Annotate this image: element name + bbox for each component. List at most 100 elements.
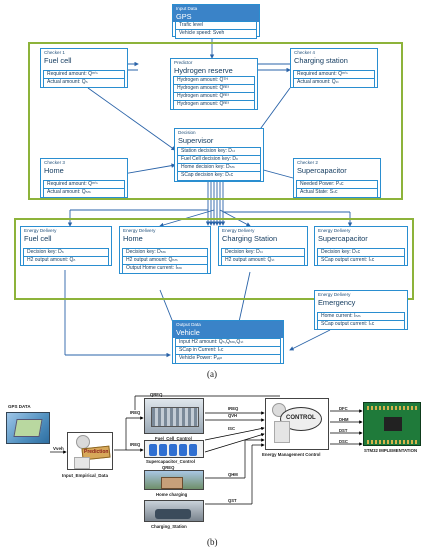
signal-qreq-left: QREQ — [150, 392, 163, 397]
control-dial-icon — [280, 407, 322, 431]
ed-fuel-title: Fuel cell — [24, 234, 52, 243]
checker3-row: Actual amount: Qₕₘ — [43, 188, 125, 198]
supercap-cell-icon — [169, 444, 177, 456]
input-data-title: GPS — [176, 12, 192, 21]
home-charging-label: Home charging — [156, 492, 188, 497]
signal-qst: QST — [228, 498, 237, 503]
checker3-title: Home — [44, 166, 64, 175]
control-dial-text: CONTROL — [286, 415, 316, 421]
stm32-board-image — [363, 402, 421, 446]
supercap-control-block — [144, 440, 204, 458]
ed-supercap-row: SCap output current: Iₛᴄ — [317, 256, 405, 266]
ed-emergency-box: Energy Delivery Emergency Home current: … — [314, 290, 408, 330]
supervisor-title: Supervisor — [178, 136, 214, 145]
prediction-sign-text: Prediction — [84, 449, 109, 455]
supercap-cell-icon — [159, 444, 167, 456]
stm32-label: STM32 IMPLEMENTATION — [364, 448, 418, 453]
vveh-label: Vveh — [53, 446, 64, 451]
predictor-box: Predictor Hydrogen reserve Hydrogen amou… — [170, 58, 258, 110]
panel-b-label: (b) — [207, 537, 218, 547]
control-person-body-icon — [274, 421, 290, 443]
checker2-title: Supercapacitor — [297, 166, 347, 175]
supervisor-box: Decision Supervisor Station decision key… — [174, 128, 264, 182]
predictor-title: Hydrogen reserve — [174, 66, 233, 75]
output-data-category: Output Data — [176, 322, 201, 327]
checker1-title: Fuel cell — [44, 56, 72, 65]
output-dsc: DSC — [339, 439, 348, 444]
ed-charging-title: Charging Station — [222, 234, 278, 243]
ed-charging-row: H2 output amount: Qₛₜ — [221, 256, 305, 266]
checker2-box: Checker 2 Supercapacitor Needed Power: P… — [293, 158, 381, 198]
input-data-row: Vehicle speed: Sveh — [175, 29, 257, 39]
ed-emergency-title: Emergency — [318, 298, 356, 307]
output-data-row: Vehicle Power: Pᵥₑₕ — [175, 354, 281, 364]
signal-ireq-right: IREQ — [228, 406, 239, 411]
fuel-cell-control-block — [144, 398, 204, 434]
signal-qhm: QHM — [228, 472, 238, 477]
header-pins-icon — [367, 440, 419, 444]
signal-qvh: QVH — [228, 413, 238, 418]
input-empirical-block: Prediction — [67, 432, 113, 470]
output-dhm: DHM — [339, 417, 349, 422]
house-icon — [161, 477, 183, 489]
ed-supercap-category: Energy Delivery — [318, 228, 351, 233]
energy-delivery-group-frame — [14, 218, 414, 300]
supercap-cell-icon — [179, 444, 187, 456]
car-icon — [155, 509, 191, 519]
charging-station-block — [144, 500, 204, 522]
mcu-chip-icon — [384, 417, 402, 431]
person-body-icon — [74, 457, 90, 469]
signal-isc: ISC — [228, 426, 235, 431]
ed-supercap-box: Energy Delivery Supercapacitor Decision … — [314, 226, 408, 266]
input-data-category: Input Data — [176, 6, 198, 11]
fuel-cell-stack-icon — [151, 407, 199, 427]
supercap-control-label: Supercapacitor_Control — [146, 459, 195, 464]
ed-fuel-cell-box: Energy Delivery Fuel cell Decision key: … — [20, 226, 112, 266]
energy-control-label: Energy Management Control — [262, 452, 321, 457]
checker1-row: Actual amount: Qₙ — [43, 78, 125, 88]
input-data-box: Input Data GPS Trafic level Vehicle spee… — [172, 4, 260, 39]
ed-supercap-title: Supercapacitor — [318, 234, 368, 243]
checker3-box: Checker 3 Home Required amount: Qᵐⁱⁿ Act… — [40, 158, 128, 198]
signal-qreq-below: QREQ — [162, 465, 175, 470]
ed-home-box: Energy Delivery Home Decision key: Dₕₘ H… — [119, 226, 211, 274]
charging-station-label: Charging_Station — [151, 524, 187, 529]
checker1-box: Checker 1 Fuel cell Required amount: Qᵐⁱ… — [40, 48, 128, 88]
supercap-cell-icon — [149, 444, 157, 456]
supervisor-row: SCap decision key: Dₛᴄ — [177, 171, 261, 181]
ed-charging-box: Energy Delivery Charging Station Decisio… — [218, 226, 308, 266]
input-empirical-label: Input_Empirical_Data — [62, 473, 109, 478]
output-dfc: DFC — [339, 406, 348, 411]
checker1-category: Checker 1 — [44, 50, 65, 55]
checker4-box: Checker 4 Charging station Required amou… — [290, 48, 378, 88]
ed-fuel-category: Energy Delivery — [24, 228, 57, 233]
checker2-row: Actual State: Sₛᴄ — [296, 188, 378, 198]
signal-ireq-2: IREQ — [130, 442, 141, 447]
panel-a-label: (a) — [207, 369, 217, 379]
ed-home-title: Home — [123, 234, 143, 243]
signal-ireq-1: IREQ — [130, 410, 141, 415]
energy-management-control-block: CONTROL — [265, 398, 329, 450]
supervisor-category: Decision — [178, 130, 196, 135]
ed-emergency-category: Energy Delivery — [318, 292, 351, 297]
gps-data-image — [6, 412, 50, 444]
header-pins-icon — [367, 406, 419, 410]
ed-charging-category: Energy Delivery — [222, 228, 255, 233]
output-dst: DST — [339, 428, 348, 433]
checkers-group-frame — [28, 42, 403, 200]
checker4-title: Charging station — [294, 56, 348, 65]
ed-fuel-row: H2 output amount: Qₙ — [23, 256, 109, 266]
fuel-cell-control-label: Fuel_Cell_Control — [155, 436, 192, 441]
supercap-cell-icon — [189, 444, 197, 456]
predictor-category: Predictor — [174, 60, 193, 65]
checker3-category: Checker 3 — [44, 160, 65, 165]
checker4-category: Checker 4 — [294, 50, 315, 55]
checker4-row: Actual amount: Qₛₜ — [293, 78, 375, 88]
gps-device-icon — [13, 419, 43, 437]
home-charging-block — [144, 470, 204, 490]
checker2-category: Checker 2 — [297, 160, 318, 165]
ed-home-category: Energy Delivery — [123, 228, 156, 233]
output-data-title: Vehicle — [176, 328, 200, 337]
ed-home-row: Output Home current: Iₕₘ — [122, 264, 208, 274]
